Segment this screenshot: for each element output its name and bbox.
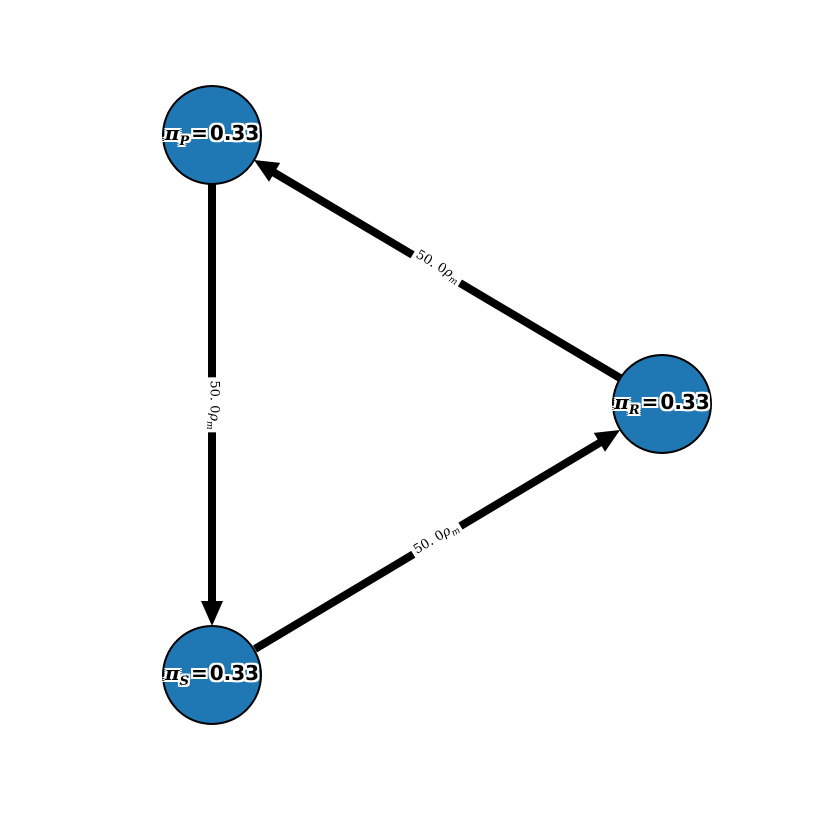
rho-symbol: ρ xyxy=(206,413,222,422)
node-P-probability: 0.33 xyxy=(209,120,260,145)
equals-sign: = xyxy=(641,389,659,414)
node-R-subscript: R xyxy=(628,402,640,418)
equals-sign: = xyxy=(191,120,208,145)
node-R: πR=0.33 xyxy=(612,354,712,454)
node-S-subscript: S xyxy=(179,673,189,689)
edge-rate-value: 50. 0 xyxy=(206,380,222,414)
arrowhead-S-to-R xyxy=(593,430,620,452)
equals-sign: = xyxy=(190,660,208,685)
edge-rate-subscript: m xyxy=(203,421,214,430)
node-P-subscript: P xyxy=(179,133,190,149)
node-S-label: πS=0.33 xyxy=(165,663,259,688)
node-P-label: πP=0.33 xyxy=(165,123,260,148)
node-S: πS=0.33 xyxy=(162,625,262,725)
arrowhead-R-to-P xyxy=(254,160,281,182)
node-R-probability: 0.33 xyxy=(660,389,710,414)
pi-symbol: π xyxy=(164,660,180,685)
edge-label-P-to-S: 50. 0ρm xyxy=(201,377,223,433)
pi-symbol: π xyxy=(164,120,180,145)
node-R-label: πR=0.33 xyxy=(614,392,710,417)
node-P: πP=0.33 xyxy=(162,85,262,185)
node-S-probability: 0.33 xyxy=(209,660,260,685)
pi-symbol: π xyxy=(614,389,629,414)
arrowhead-P-to-S xyxy=(201,601,223,626)
